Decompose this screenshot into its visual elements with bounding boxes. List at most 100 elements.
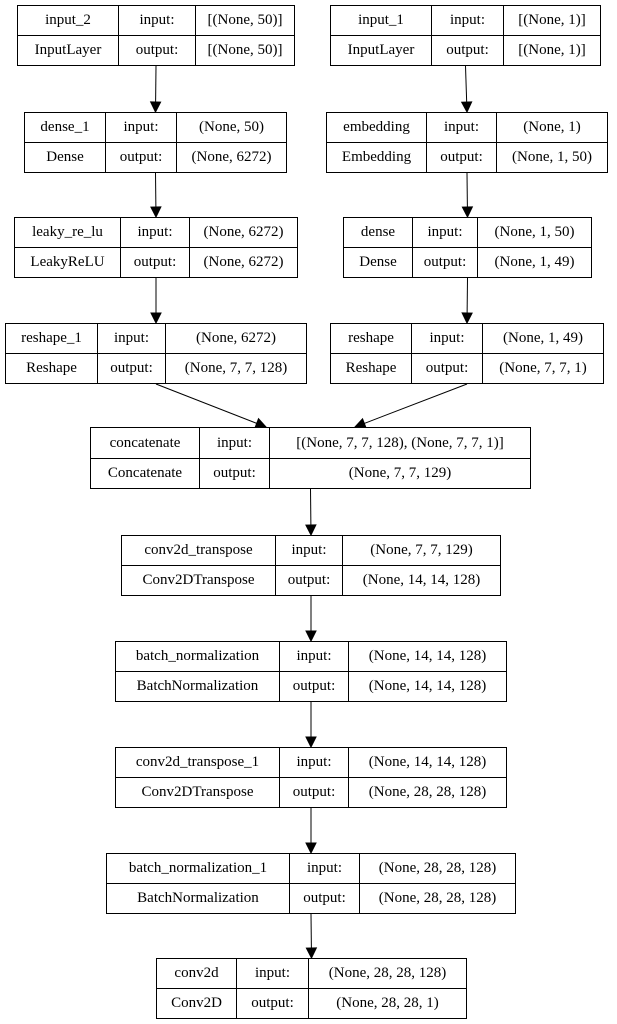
- column-divider: [482, 324, 483, 383]
- column-divider: [279, 748, 280, 807]
- layer-type: InputLayer: [347, 42, 415, 58]
- arrowhead-icon: [305, 947, 318, 960]
- row-divider: [18, 35, 294, 36]
- arrowhead-icon: [305, 524, 317, 537]
- column-divider: [308, 959, 309, 1018]
- column-divider: [275, 536, 276, 595]
- column-divider: [165, 324, 166, 383]
- layer-name: leaky_re_lu: [32, 224, 103, 240]
- output-label: output:: [423, 254, 467, 270]
- layer-name: reshape_1: [21, 330, 82, 346]
- column-divider: [426, 113, 427, 172]
- edge-line: [465, 65, 468, 103]
- column-divider: [359, 854, 360, 913]
- edge-batch_normalization-to-conv2d_transpose_1: [305, 702, 317, 749]
- output-shape: (None, 7, 7, 129): [348, 465, 452, 481]
- input-label: input:: [123, 119, 159, 135]
- input-label: input:: [429, 330, 465, 346]
- row-divider: [15, 247, 297, 248]
- output-shape: [(None, 1)]: [518, 42, 586, 58]
- column-divider: [496, 113, 497, 172]
- output-shape: (None, 6272): [203, 254, 284, 270]
- layer-name: conv2d: [174, 965, 219, 981]
- layer-type: Dense: [46, 149, 84, 165]
- edge-dense-to-reshape: [461, 277, 473, 325]
- output-shape: (None, 6272): [191, 149, 272, 165]
- row-divider: [91, 458, 530, 459]
- output-label: output:: [133, 254, 177, 270]
- column-divider: [269, 428, 270, 488]
- arrowhead-icon: [305, 630, 317, 643]
- arrowhead-icon: [305, 736, 317, 749]
- input-shape: (None, 6272): [196, 330, 276, 346]
- output-label: output:: [425, 360, 469, 376]
- edge-dense_1-to-leaky_re_lu: [150, 172, 162, 219]
- input-shape: [(None, 1)]: [518, 12, 586, 28]
- input-label: input:: [216, 434, 252, 451]
- input-shape: [(None, 50)]: [207, 12, 283, 28]
- layer-name: conv2d_transpose_1: [135, 754, 260, 770]
- layer-name: conv2d_transpose: [144, 542, 253, 558]
- column-divider: [503, 6, 504, 65]
- column-divider: [236, 959, 237, 1018]
- output-label: output:: [292, 784, 336, 800]
- output-label: output:: [110, 360, 153, 376]
- input-label: input:: [443, 119, 479, 135]
- column-divider: [118, 6, 119, 65]
- arrowhead-icon: [150, 312, 162, 325]
- row-divider: [116, 777, 506, 778]
- output-shape: [(None, 50)]: [207, 42, 283, 58]
- layer-type: InputLayer: [34, 42, 102, 58]
- output-shape: (None, 14, 14, 128): [362, 572, 481, 588]
- output-label: output:: [287, 572, 331, 588]
- input-shape: [(None, 7, 7, 128), (None, 7, 7, 1)]: [296, 434, 504, 451]
- layer-type: Concatenate: [107, 465, 183, 481]
- input-shape: (None, 14, 14, 128): [368, 754, 487, 770]
- input-label: input:: [113, 330, 149, 346]
- edge-leaky_re_lu-to-reshape_1: [150, 278, 162, 325]
- output-shape: (None, 28, 28, 128): [368, 784, 487, 800]
- layer-type: Dense: [359, 254, 397, 270]
- input-label: input:: [139, 12, 175, 28]
- input-shape: (None, 14, 14, 128): [368, 648, 487, 664]
- arrowhead-icon: [461, 312, 473, 325]
- column-divider: [279, 642, 280, 701]
- edge-line: [155, 383, 257, 424]
- input-shape: (None, 28, 28, 128): [328, 965, 447, 981]
- column-divider: [189, 218, 190, 277]
- output-shape: (None, 28, 28, 128): [378, 890, 497, 906]
- row-divider: [122, 565, 500, 566]
- arrowhead-icon: [461, 206, 474, 219]
- output-shape: (None, 28, 28, 1): [336, 995, 439, 1011]
- layer-type: Conv2DTranspose: [141, 784, 254, 800]
- column-divider: [105, 113, 106, 172]
- column-divider: [195, 6, 196, 65]
- row-divider: [331, 353, 603, 354]
- input-shape: (None, 28, 28, 128): [378, 860, 497, 876]
- input-shape: (None, 6272): [203, 224, 284, 240]
- arrowhead-icon: [460, 101, 473, 114]
- output-label: output:: [440, 149, 483, 165]
- output-label: output:: [119, 149, 163, 165]
- output-label: output:: [213, 465, 256, 481]
- input-label: input:: [291, 542, 327, 558]
- row-divider: [107, 883, 515, 884]
- input-shape: (None, 1, 49): [503, 330, 583, 346]
- layer-name: embedding: [343, 119, 410, 135]
- output-label: output:: [303, 890, 346, 906]
- input-label: input:: [296, 648, 332, 664]
- output-shape: (None, 7, 7, 1): [499, 360, 587, 376]
- layer-name: dense_1: [40, 119, 90, 135]
- edge-concatenate-to-conv2d_transpose: [305, 488, 317, 537]
- column-divider: [348, 642, 349, 701]
- column-divider: [199, 428, 200, 488]
